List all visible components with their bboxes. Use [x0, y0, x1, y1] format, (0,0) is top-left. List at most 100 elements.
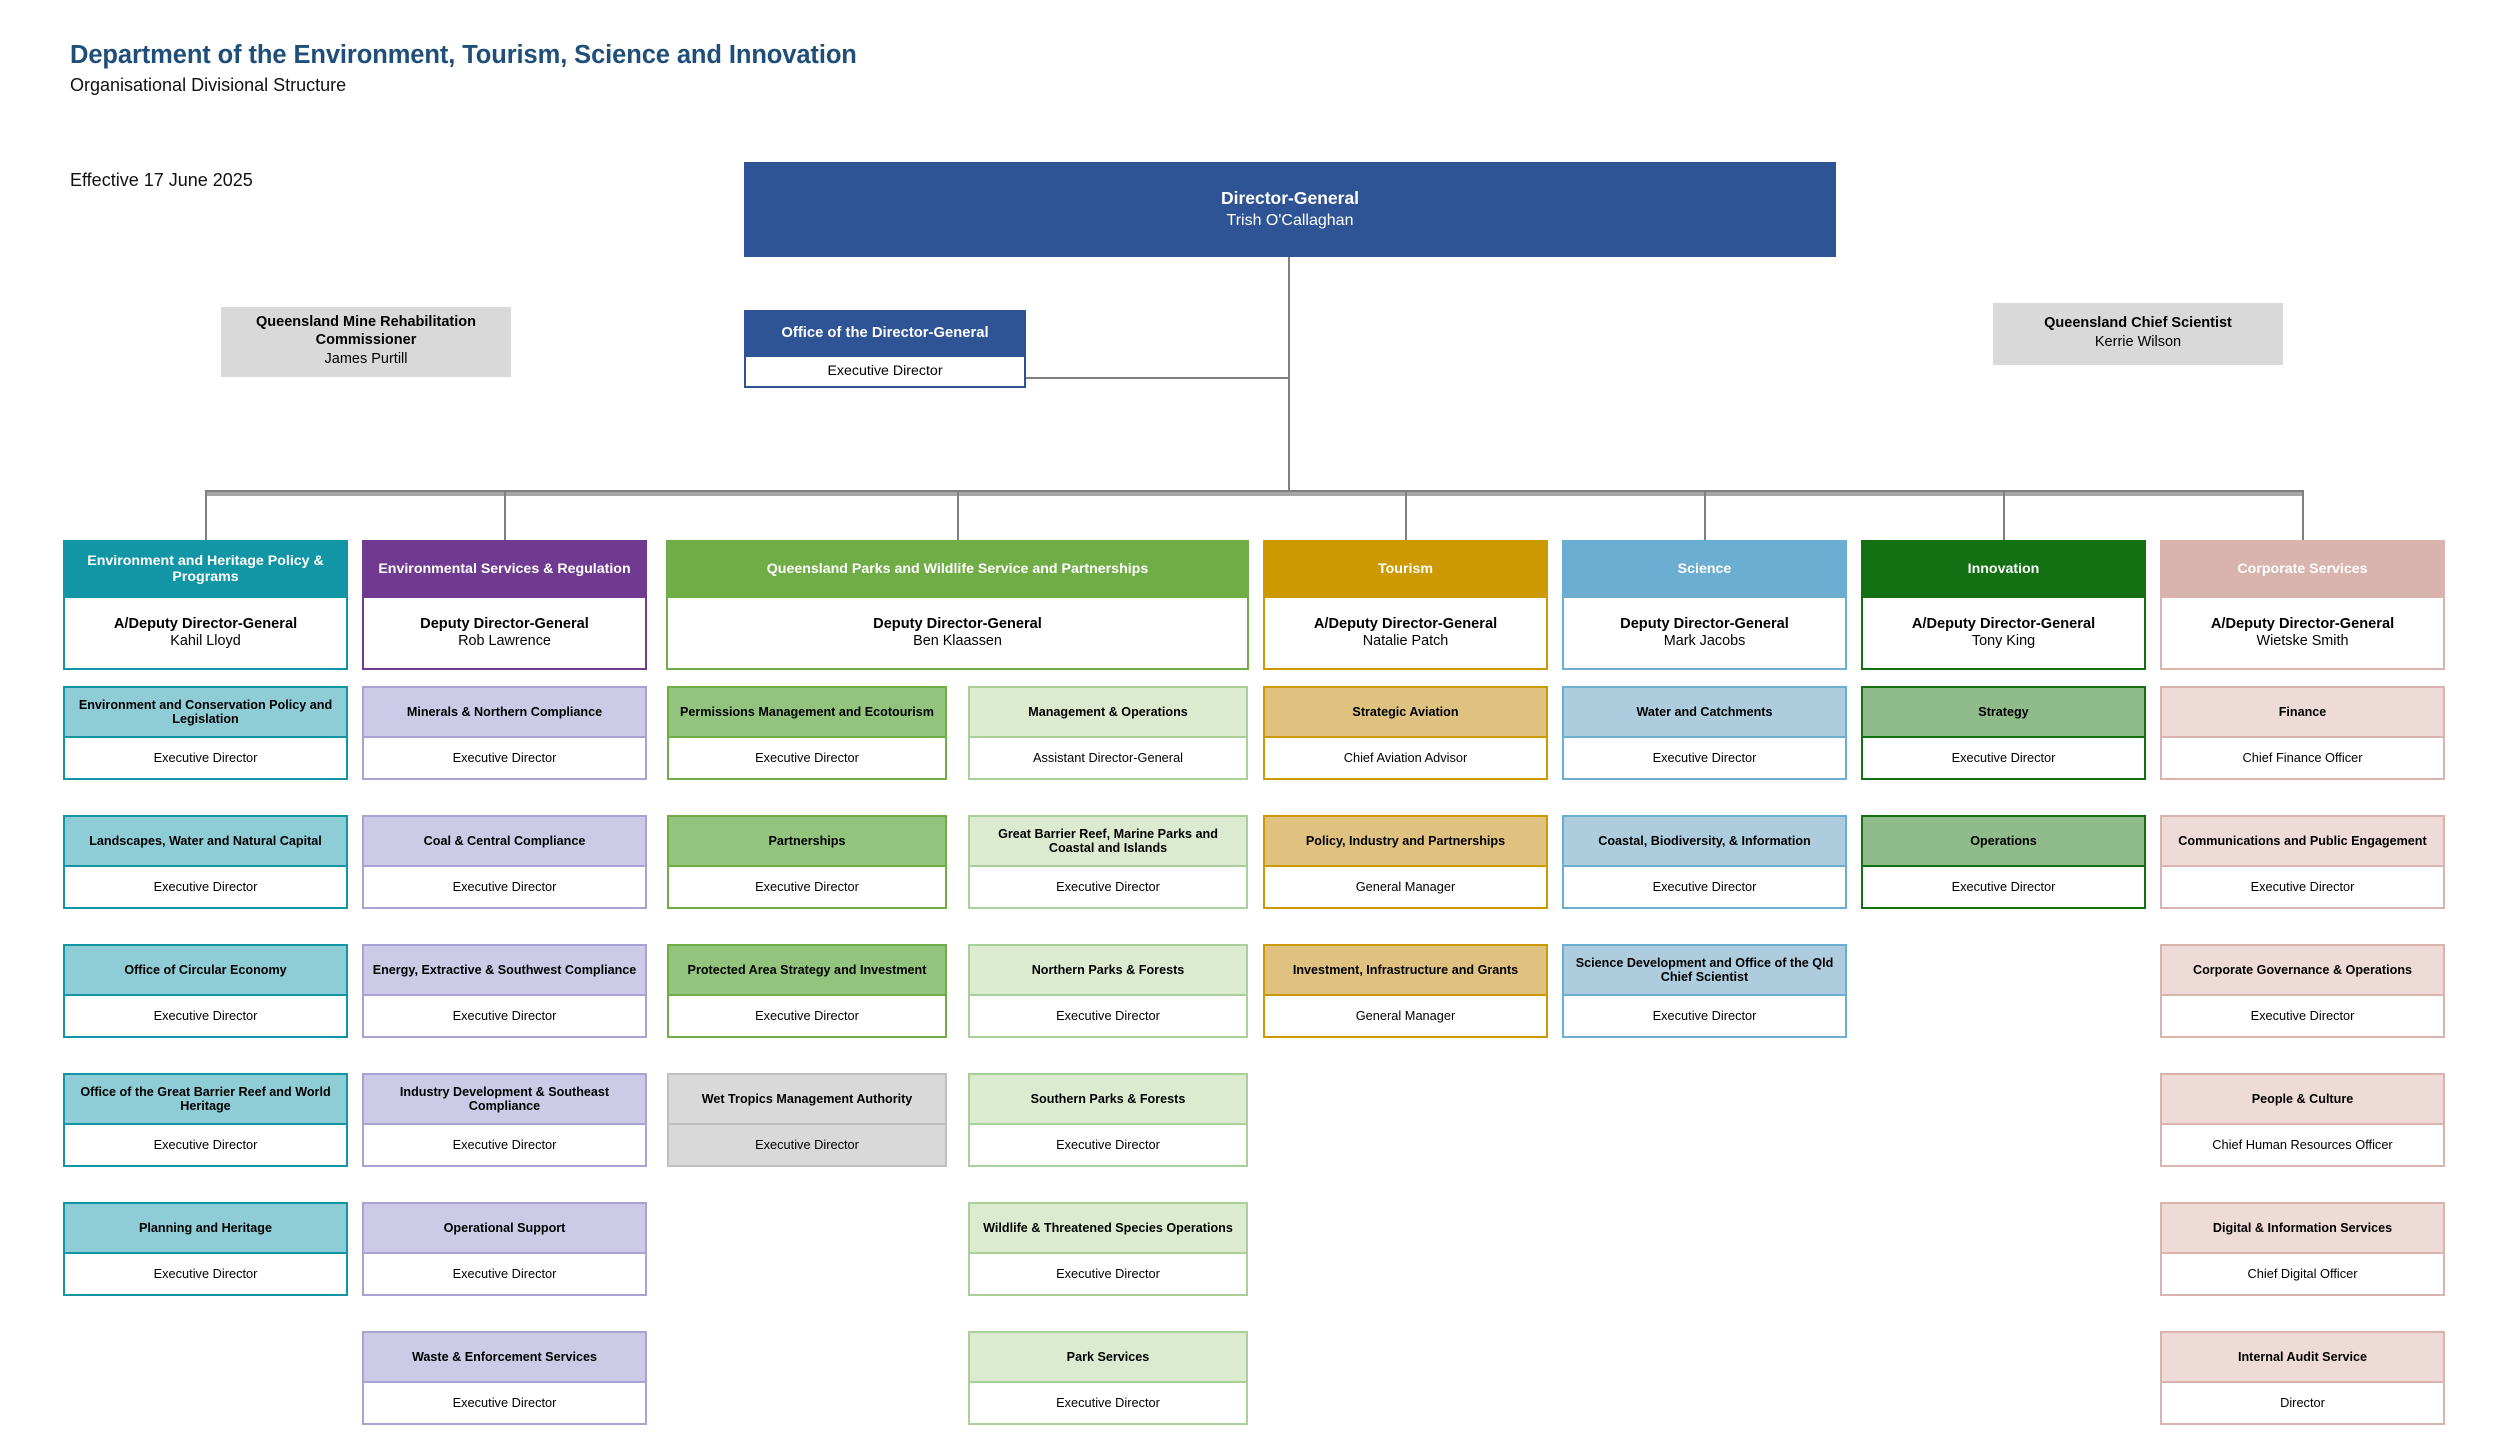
- division-corporate-services-title: Corporate Services: [2162, 542, 2443, 596]
- odg-role: Executive Director: [746, 355, 1024, 386]
- unit-office-of-the-great-barrier-reef-and-world-her-title: Office of the Great Barrier Reef and Wor…: [65, 1075, 346, 1123]
- unit-management-operations-role: Assistant Director-General: [1032, 750, 1184, 766]
- unit-planning-and-heritage-title: Planning and Heritage: [65, 1204, 346, 1252]
- unit-environment-and-conservation-policy-and-legisl-title: Environment and Conservation Policy and …: [65, 688, 346, 736]
- unit-coastal-biodiversity-information-body: Executive Director: [1564, 865, 1845, 907]
- page-header: Department of the Environment, Tourism, …: [70, 41, 857, 192]
- unit-environment-and-conservation-policy-and-legisl[interactable]: Environment and Conservation Policy and …: [63, 686, 348, 780]
- unit-wildlife-threatened-species-operations-title: Wildlife & Threatened Species Operations: [970, 1204, 1246, 1252]
- unit-people-culture-body: Chief Human Resources Officer: [2162, 1123, 2443, 1165]
- unit-management-operations-body: Assistant Director-General: [970, 736, 1246, 778]
- unit-operations-title: Operations: [1863, 817, 2144, 865]
- division-queensland-parks-and-wildlife-service-and-part-title: Queensland Parks and Wildlife Service an…: [668, 542, 1247, 596]
- unit-internal-audit-service-title: Internal Audit Service: [2162, 1333, 2443, 1381]
- qld-mine-rehabilitation-commissioner-box[interactable]: Queensland Mine Rehabilitation Commissio…: [221, 307, 511, 377]
- unit-office-of-the-great-barrier-reef-and-world-her-body: Executive Director: [65, 1123, 346, 1165]
- unit-office-of-circular-economy-body: Executive Director: [65, 994, 346, 1036]
- department-title: Department of the Environment, Tourism, …: [70, 41, 857, 69]
- unit-office-of-circular-economy-role: Executive Director: [153, 1008, 258, 1024]
- unit-office-of-circular-economy-title: Office of Circular Economy: [65, 946, 346, 994]
- unit-science-development-and-office-of-the-qld-chie[interactable]: Science Development and Office of the Ql…: [1562, 944, 1847, 1038]
- unit-energy-extractive-southwest-compliance-role: Executive Director: [452, 1008, 557, 1024]
- qcs-title: Queensland Chief Scientist: [2044, 315, 2232, 332]
- unit-digital-information-services-title: Digital & Information Services: [2162, 1204, 2443, 1252]
- unit-wet-tropics-management-authority-role: Executive Director: [755, 1137, 859, 1153]
- unit-water-and-catchments-role: Executive Director: [1652, 750, 1757, 766]
- unit-policy-industry-and-partnerships-role: General Manager: [1355, 879, 1456, 895]
- director-general-title: Director-General: [1220, 187, 1360, 208]
- unit-coal-central-compliance-title: Coal & Central Compliance: [364, 817, 645, 865]
- unit-permissions-management-and-ecotourism-body: Executive Director: [669, 736, 945, 778]
- division-tourism-role: A/Deputy Director-General: [1313, 615, 1498, 632]
- qld-chief-scientist-box[interactable]: Queensland Chief Scientist Kerrie Wilson: [1993, 303, 2283, 365]
- division-queensland-parks-and-wildlife-service-and-part[interactable]: Queensland Parks and Wildlife Service an…: [666, 540, 1249, 670]
- division-environment-and-heritage-policy-programs[interactable]: Environment and Heritage Policy & Progra…: [63, 540, 348, 670]
- director-general-box[interactable]: Director-General Trish O'Callaghan: [744, 162, 1836, 257]
- unit-waste-enforcement-services-body: Executive Director: [364, 1381, 645, 1423]
- unit-wildlife-threatened-species-operations[interactable]: Wildlife & Threatened Species Operations…: [968, 1202, 1248, 1296]
- division-bus-bar: [205, 490, 2304, 496]
- division-environmental-services-regulation-role: Deputy Director-General: [420, 615, 589, 632]
- unit-wildlife-threatened-species-operations-role: Executive Director: [1056, 1266, 1160, 1282]
- unit-southern-parks-forests-body: Executive Director: [970, 1123, 1246, 1165]
- unit-management-operations-title: Management & Operations: [970, 688, 1246, 736]
- unit-office-of-the-great-barrier-reef-and-world-her[interactable]: Office of the Great Barrier Reef and Wor…: [63, 1073, 348, 1167]
- unit-operational-support-title: Operational Support: [364, 1204, 645, 1252]
- unit-park-services-role: Executive Director: [1056, 1395, 1160, 1411]
- division-environmental-services-regulation-person: Rob Lawrence: [458, 633, 551, 650]
- division-environment-and-heritage-policy-programs-title: Environment and Heritage Policy & Progra…: [65, 542, 346, 596]
- unit-people-culture-title: People & Culture: [2162, 1075, 2443, 1123]
- unit-great-barrier-reef-marine-parks-and-coastal-an-role: Executive Director: [1056, 879, 1160, 895]
- unit-great-barrier-reef-marine-parks-and-coastal-an[interactable]: Great Barrier Reef, Marine Parks and Coa…: [968, 815, 1248, 909]
- unit-partnerships-body: Executive Director: [669, 865, 945, 907]
- unit-industry-development-southeast-compliance[interactable]: Industry Development & Southeast Complia…: [362, 1073, 647, 1167]
- unit-energy-extractive-southwest-compliance[interactable]: Energy, Extractive & Southwest Complianc…: [362, 944, 647, 1038]
- unit-energy-extractive-southwest-compliance-title: Energy, Extractive & Southwest Complianc…: [364, 946, 645, 994]
- office-of-director-general-box[interactable]: Office of the Director-General Executive…: [744, 310, 1026, 388]
- unit-industry-development-southeast-compliance-title: Industry Development & Southeast Complia…: [364, 1075, 645, 1123]
- qmrc-title: Queensland Mine Rehabilitation Commissio…: [256, 314, 476, 349]
- unit-waste-enforcement-services-title: Waste & Enforcement Services: [364, 1333, 645, 1381]
- unit-office-of-the-great-barrier-reef-and-world-her-role: Executive Director: [153, 1137, 258, 1153]
- unit-protected-area-strategy-and-investment-body: Executive Director: [669, 994, 945, 1036]
- connector-line: [2003, 492, 2005, 540]
- connector-line: [1288, 257, 1290, 492]
- connector-line: [1405, 492, 1407, 540]
